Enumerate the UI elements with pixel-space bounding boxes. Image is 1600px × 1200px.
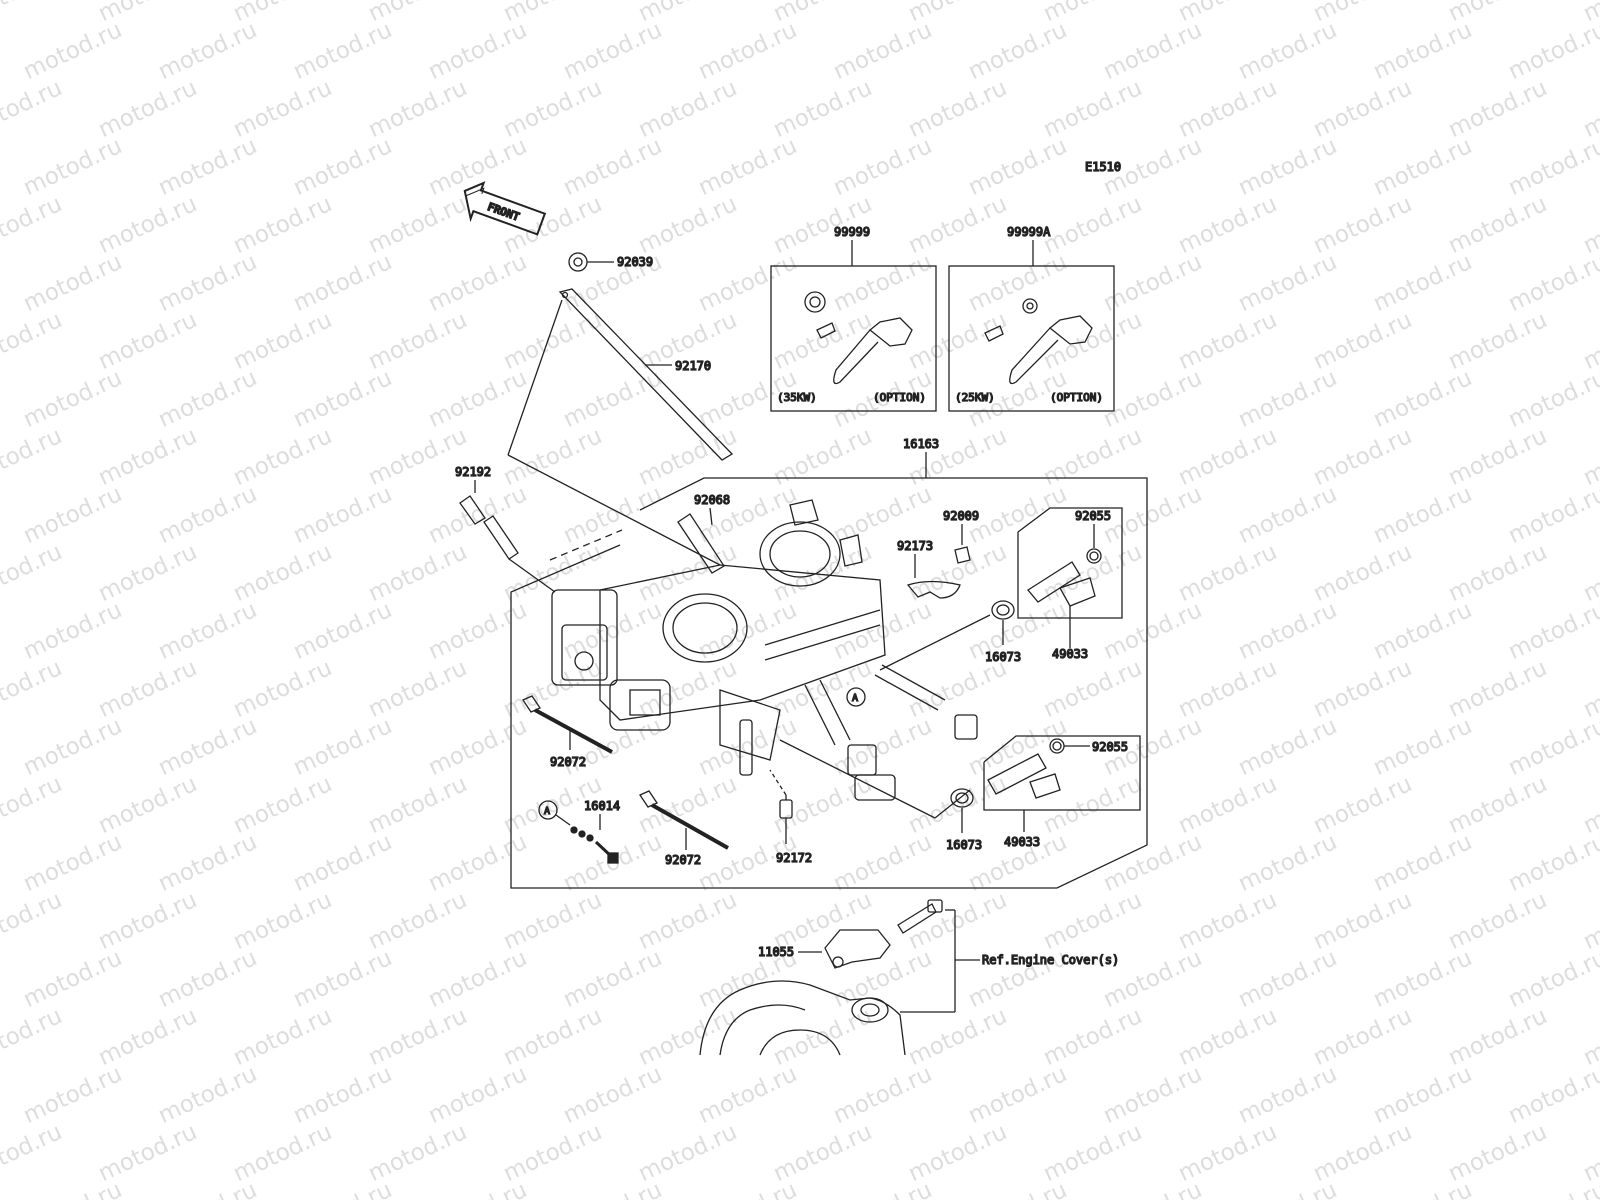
bracket-11055 (824, 929, 891, 969)
band-92170 (558, 288, 734, 461)
marker-a-body-label: A (852, 693, 858, 704)
pipe-92192 (459, 495, 556, 593)
part-label-92172: 92172 (776, 851, 812, 865)
part-label-92072-b: 92072 (665, 853, 701, 867)
ref-engine-cover-label: Ref.Engine Cover(s) (982, 953, 1119, 967)
engine-cover (699, 980, 906, 1056)
front-arrow-icon (463, 181, 547, 236)
part-label-99999A: 99999A (1007, 225, 1051, 239)
cable-tie-92072-a (522, 695, 613, 754)
option-kit-99999-box (770, 265, 937, 412)
option-kit-99999-parts (804, 291, 913, 385)
part-label-49033-bottom: 49033 (1004, 835, 1040, 849)
cable-tie-92072-b (639, 790, 729, 850)
kit-35-note: (OPTION) (873, 391, 926, 404)
diagram-code: E1510 (1085, 160, 1121, 174)
part-label-92055-bottom: 92055 (1092, 740, 1128, 754)
part-label-92173: 92173 (897, 539, 933, 553)
marker-a-kit (538, 800, 558, 820)
throttle-body (551, 499, 978, 801)
screw-92172 (779, 795, 793, 819)
part-label-92170: 92170 (675, 359, 711, 373)
part-label-92055-top: 92055 (1075, 509, 1111, 523)
marker-a-body (846, 687, 866, 707)
option-kit-99999A-parts (984, 298, 1093, 385)
part-label-49033-top: 49033 (1052, 647, 1088, 661)
screw-kit-16014 (555, 814, 619, 864)
kit-25-power: (25KW) (955, 391, 995, 404)
nut-92039 (568, 252, 588, 272)
part-label-92072-a: 92072 (550, 755, 586, 769)
clamp-92173 (906, 580, 961, 599)
part-label-99999: 99999 (834, 225, 870, 239)
washer-16073-bottom (950, 788, 974, 808)
part-label-92192: 92192 (455, 465, 491, 479)
marker-a-kit-label: A (544, 806, 550, 817)
washer-16073-top (991, 600, 1015, 620)
injector-49033-bottom (987, 753, 1061, 799)
injector-49033-top (1027, 561, 1096, 607)
kit-35-power: (35KW) (777, 391, 817, 404)
bolt-92009 (954, 546, 971, 564)
part-label-92009: 92009 (943, 509, 979, 523)
part-label-92039: 92039 (617, 255, 653, 269)
part-label-16073-top: 16073 (985, 650, 1021, 664)
part-label-16014: 16014 (584, 799, 620, 813)
oring-92055-top (1086, 548, 1102, 564)
engine-bolt (897, 899, 943, 934)
oring-92055-bottom (1049, 738, 1065, 754)
part-label-16073-bottom: 16073 (946, 838, 982, 852)
assembly-frame-16163 (510, 477, 1148, 889)
part-label-16163: 16163 (903, 437, 939, 451)
injector-group-top (1017, 507, 1123, 619)
part-label-92068: 92068 (694, 493, 730, 507)
injector-group-bottom (983, 735, 1141, 811)
part-label-11055: 11055 (758, 945, 794, 959)
kit-25-note: (OPTION) (1050, 391, 1103, 404)
option-kit-99999A-box (948, 265, 1115, 412)
